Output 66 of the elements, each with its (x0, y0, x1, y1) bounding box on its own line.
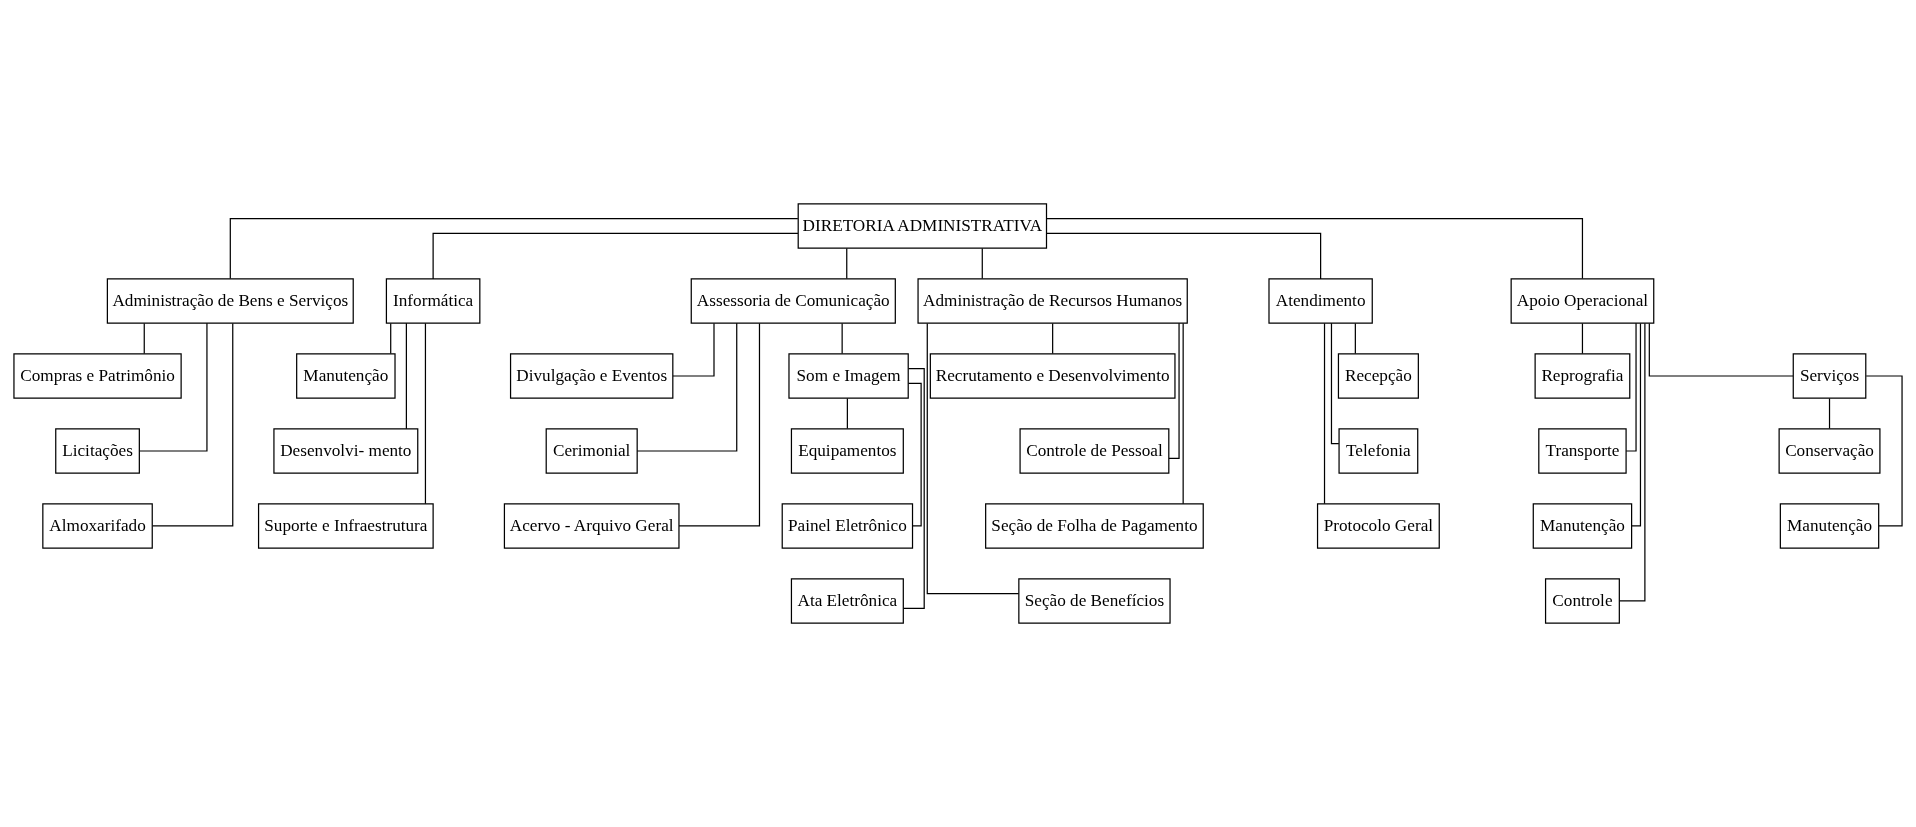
node-box: Serviços (1792, 353, 1867, 399)
node-box: Administração de Bens e Serviços (106, 278, 354, 324)
node-box: DIRETORIA ADMINISTRATIVA (797, 203, 1048, 249)
connector (1648, 322, 1794, 377)
connector (926, 322, 1020, 595)
connector (138, 322, 208, 452)
connector (1828, 397, 1831, 430)
connector (1045, 218, 1584, 280)
connector (1354, 322, 1356, 355)
node-box: Apoio Operacional (1510, 278, 1655, 324)
connector (229, 218, 799, 280)
connector (405, 322, 407, 430)
connector (907, 382, 922, 527)
node-box: Reprografia (1534, 353, 1631, 399)
connector (841, 322, 843, 355)
node-box: Desenvolvi- mento (273, 428, 419, 474)
connector (678, 322, 761, 527)
connector (903, 368, 925, 609)
node-box: Recepção (1337, 353, 1419, 399)
node-box: Som e Imagem (788, 353, 909, 399)
node-box: Seção de Folha de Pagamento (985, 503, 1204, 549)
node-box: Informática (385, 278, 481, 324)
node-box: Conservação (1778, 428, 1881, 474)
connector (1330, 322, 1340, 445)
node-box: Controle de Pessoal (1019, 428, 1170, 474)
node-box: Protocolo Geral (1316, 503, 1440, 549)
node-box: Assessoria de Comunicação (690, 278, 896, 324)
node-box: Controle (1544, 578, 1620, 624)
node-box: Ata Eletrônica (790, 578, 904, 624)
connector (143, 322, 145, 355)
node-box: Administração de Recursos Humanos (917, 278, 1188, 324)
connector (846, 397, 848, 430)
node-box: Equipamentos (790, 428, 904, 474)
node-box: Transporte (1538, 428, 1627, 474)
connector (981, 247, 983, 280)
connector (636, 322, 738, 452)
connector (1631, 322, 1642, 527)
node-box: Manutenção (1779, 503, 1880, 549)
connector (1046, 232, 1322, 280)
node-box: Acervo - Arquivo Geral (503, 503, 680, 549)
node-box: Almoxarifado (42, 503, 153, 549)
connector (424, 322, 427, 505)
node-box: Telefonia (1338, 428, 1419, 474)
node-box: Manutenção (1532, 503, 1633, 549)
connector (1618, 322, 1646, 602)
node-box: Licitações (55, 428, 140, 474)
connector (1625, 322, 1637, 452)
connector (1182, 322, 1184, 505)
node-box: Manutenção (296, 353, 396, 399)
node-box: Atendimento (1268, 278, 1373, 324)
node-box: Cerimonial (545, 428, 638, 474)
node-box: Suporte e Infraestrutura (257, 503, 434, 549)
connector (151, 322, 234, 527)
connector (1052, 322, 1054, 355)
connector (846, 247, 848, 280)
node-box: Compras e Patrimônio (13, 353, 182, 399)
connector (390, 322, 392, 355)
node-box: Recrutamento e Desenvolvimento (929, 353, 1176, 399)
node-box: Painel Eletrônico (781, 503, 914, 549)
node-box: Seção de Benefícios (1018, 578, 1171, 624)
connector (672, 322, 715, 377)
connector (1323, 322, 1326, 505)
connector (1168, 322, 1180, 459)
connector (1581, 322, 1584, 355)
connector (432, 232, 799, 280)
node-box: Divulgação e Eventos (509, 353, 674, 399)
